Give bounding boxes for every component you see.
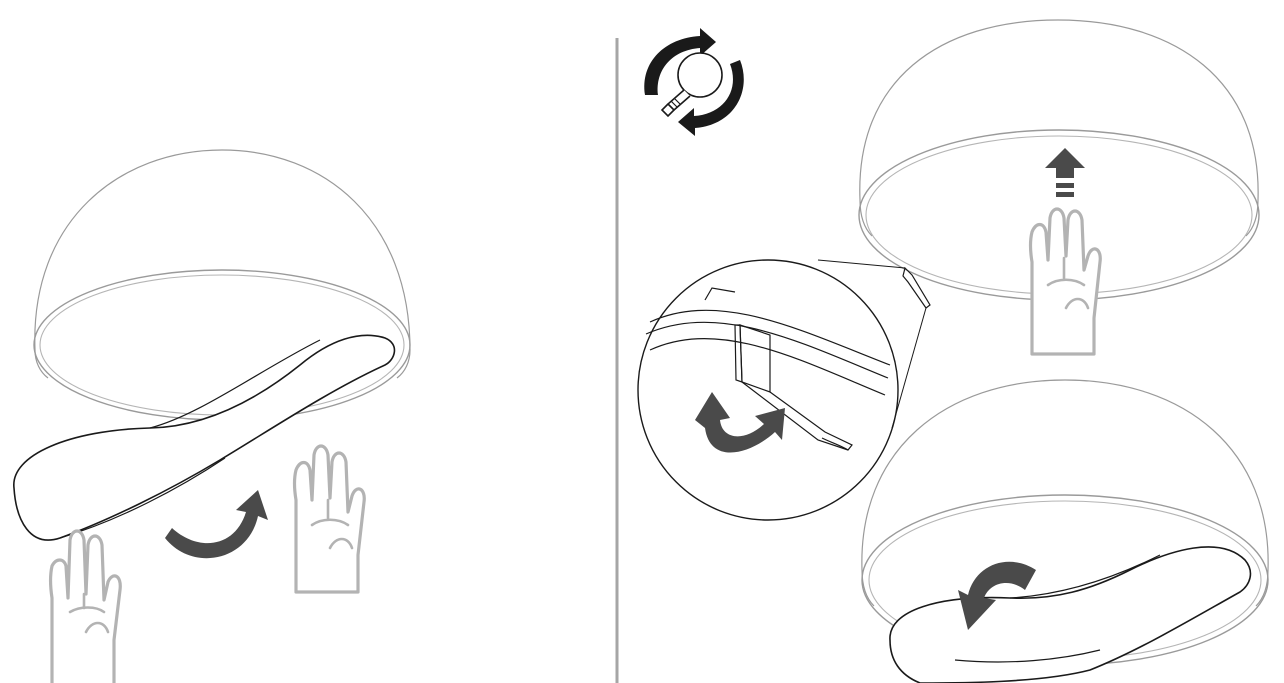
hand-right bbox=[295, 446, 365, 592]
bulb-rotate-icon bbox=[644, 28, 743, 136]
diffuser-membrane-right bbox=[890, 547, 1251, 683]
rotate-arrow-left bbox=[165, 490, 268, 558]
left-panel bbox=[14, 150, 410, 683]
right-panel bbox=[638, 20, 1268, 683]
zoom-detail bbox=[638, 260, 926, 520]
hand-push bbox=[1031, 209, 1101, 354]
light-bulb-icon bbox=[662, 53, 722, 116]
push-up-arrow bbox=[1045, 148, 1085, 197]
hand-left bbox=[51, 531, 121, 683]
